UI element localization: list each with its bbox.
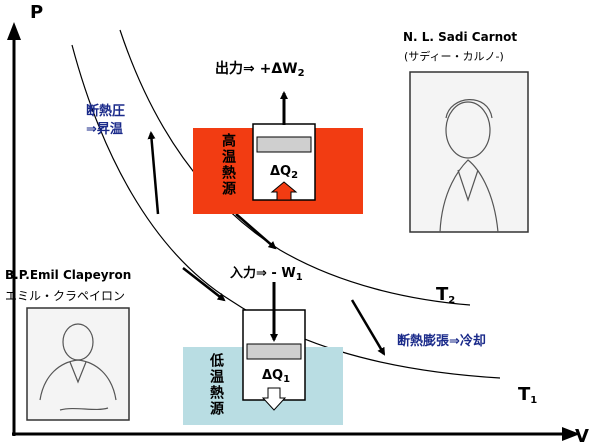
x-axis-label: V <box>575 426 589 447</box>
hot-heat-arrow <box>270 181 298 201</box>
clapeyron-portrait-sketch <box>39 323 117 411</box>
adiabatic-expansion-label: 断熱膨張⇒冷却 <box>397 334 486 349</box>
hot-heat-label: ΔQ2 <box>270 164 298 181</box>
isotherm-low-sub: 1 <box>530 395 538 406</box>
arrow-clapeyron-side <box>182 267 226 302</box>
input-sub: 1 <box>295 272 303 283</box>
hot-reservoir-label: 高温熱源 <box>220 133 236 197</box>
arrow-adiabatic-expansion <box>350 299 386 356</box>
arrow-adiabatic-compression <box>147 131 160 215</box>
carnot-kana: (サディー・カルノ-) <box>404 50 504 63</box>
x-axis-arrowhead <box>562 427 580 441</box>
isotherm-high-sub: 2 <box>448 295 456 306</box>
isotherm-low-letter: T <box>518 384 531 405</box>
clapeyron-kana: エミル・クラペイロン <box>5 289 126 303</box>
isotherm-high-label: T2 <box>436 284 455 306</box>
output-text: 出力⇒ +ΔW <box>215 61 298 77</box>
isotherm-low-label: T1 <box>518 384 537 406</box>
input-label: 入力⇒ - W1 <box>230 262 303 283</box>
y-axis-arrowhead <box>7 22 21 40</box>
y-axis-label: P <box>30 2 44 23</box>
cold-heat-prefix: ΔQ <box>262 368 284 383</box>
input-text: 入力⇒ - W <box>230 266 296 281</box>
clapeyron-portrait <box>26 307 130 421</box>
cold-reservoir-label: 低温熱源 <box>208 353 224 417</box>
hot-piston <box>256 136 312 153</box>
clapeyron-name: B.P.Emil Clapeyron <box>5 268 132 282</box>
adiabatic-compression-line2: ⇒昇温 <box>86 122 123 137</box>
hot-heat-sub: 2 <box>291 170 299 181</box>
carnot-name: N. L. Sadi Carnot <box>403 30 518 44</box>
output-sub: 2 <box>297 68 305 79</box>
cold-heat-label: ΔQ1 <box>262 368 290 385</box>
carnot-portrait-sketch <box>439 99 499 233</box>
cold-heat-arrow <box>261 387 287 411</box>
carnot-portrait <box>409 71 529 233</box>
cold-heat-sub: 1 <box>283 374 291 385</box>
adiabatic-compression-line1: 断熱圧 <box>86 104 126 119</box>
isotherm-low-curve <box>71 44 501 379</box>
hot-heat-prefix: ΔQ <box>270 164 292 179</box>
arrow-isotherm-to-input <box>235 213 277 250</box>
isotherm-high-curve <box>119 29 471 306</box>
isotherm-high-letter: T <box>436 284 449 305</box>
output-label: 出力⇒ +ΔW2 <box>215 58 305 79</box>
cold-piston <box>246 343 302 360</box>
